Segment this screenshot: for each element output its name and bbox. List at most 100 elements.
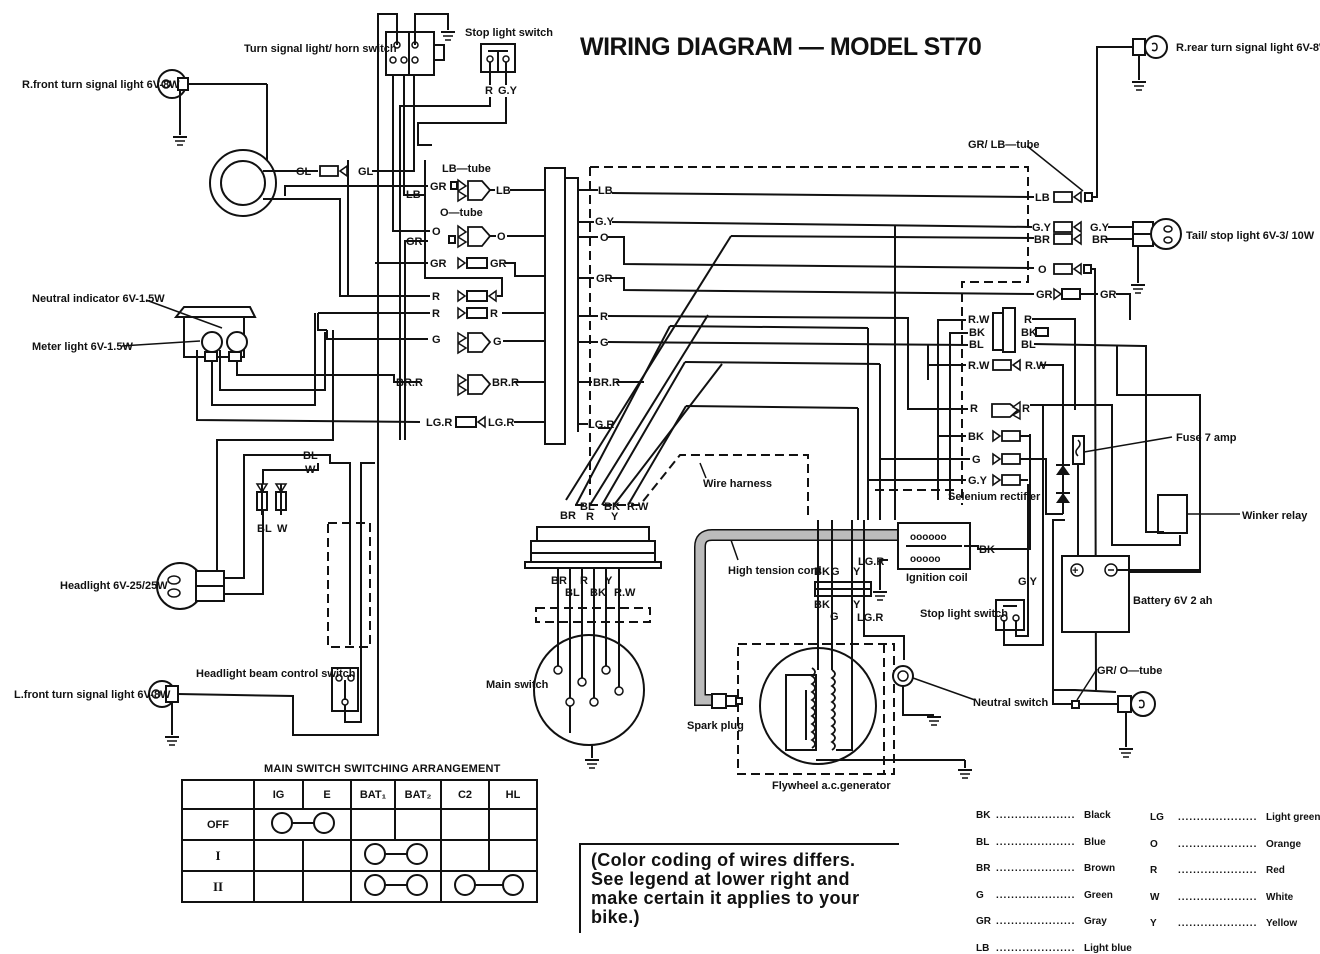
table-header: C2: [440, 779, 490, 810]
stop-light-switch-rear: [995, 405, 1044, 646]
high-tension-cord-label: High tension cord: [728, 565, 822, 577]
beam-switch-label: Headlight beam control switch: [196, 668, 356, 680]
wire-label: R: [1022, 403, 1030, 415]
wire-label: G: [600, 337, 609, 349]
wire-label: R.W: [614, 587, 636, 599]
legend-dots: .......................: [1178, 865, 1258, 876]
main-switch-label: Main switch: [486, 679, 549, 691]
wire-label: GR: [596, 273, 613, 285]
wire-label: LB: [598, 185, 613, 197]
legend-color-name: Green: [1084, 889, 1113, 901]
gr-o-tube-label: GR/ O—tube: [1097, 665, 1162, 677]
headlight-label: Headlight 6V-25/25W: [60, 580, 168, 592]
tail-stop-light: [1130, 218, 1182, 294]
legend-dots: .......................: [996, 810, 1076, 821]
row-label: OFF: [181, 808, 255, 841]
wire-label: BR.R: [396, 377, 423, 389]
wire-label: BL: [565, 587, 580, 599]
wire-label: Y: [853, 566, 861, 578]
table-header: BAT₂: [394, 779, 442, 810]
wire-label: G: [493, 336, 502, 348]
legend-code: Y: [1150, 918, 1157, 929]
o-tube-label: O—tube: [440, 207, 483, 219]
legend-dots: .......................: [996, 836, 1076, 848]
battery: +: [1061, 555, 1200, 633]
selenium-rectifier-diodes: [1056, 460, 1070, 514]
legend-code: G: [976, 889, 984, 901]
main-switch-arrangement-table: IG E BAT₁ BAT₂ C2 HL OFF I II: [181, 779, 538, 903]
legend-dots: .......................: [996, 889, 1076, 901]
wire-label: R: [1024, 314, 1032, 326]
ignition-coil: oooooo ooooo: [872, 522, 993, 601]
legend-code: BK: [976, 810, 991, 821]
wire-label: BR: [1034, 234, 1050, 246]
wire-label: R: [970, 403, 978, 415]
connection-cell: [440, 870, 538, 903]
wire-label: BK: [814, 566, 830, 578]
legend-code: BL: [976, 836, 990, 848]
r-front-turn-label: R.front turn signal light 6V-8W: [22, 79, 180, 91]
wire-label: BL: [1021, 339, 1036, 351]
connection-cell: [253, 808, 352, 841]
legend-color-name: White: [1266, 891, 1294, 903]
legend-color-name: Brown: [1084, 863, 1116, 874]
legend-color-name: Light green: [1266, 812, 1320, 823]
wire-label: G.Y: [1090, 222, 1110, 234]
gr-lb-tube-label: GR/ LB—tube: [968, 139, 1040, 151]
table-header: [181, 779, 255, 810]
table-header: E: [302, 779, 352, 810]
tail-stop-light-label: Tail/ stop light 6V-3/ 10W: [1186, 230, 1315, 242]
main-switch: [533, 568, 645, 769]
legend-code: W: [1150, 891, 1160, 903]
l-front-turn-label: L.front turn signal light 6V-8W: [14, 689, 171, 701]
wire-label: G: [972, 454, 981, 466]
wire-label: W: [277, 523, 288, 535]
legend-color-name: Orange: [1266, 838, 1302, 850]
wire-label: R: [586, 511, 594, 523]
wire-label: BL: [257, 523, 272, 535]
legend-dots: .......................: [1178, 812, 1258, 823]
wire-label: BK: [979, 544, 995, 556]
flywheel-label: Flywheel a.c.generator: [772, 780, 891, 792]
wire-label: G: [830, 611, 839, 623]
row-label: II: [181, 870, 255, 903]
wire-label: O: [600, 232, 609, 244]
wire-label: Y: [605, 575, 613, 587]
legend-dots: .......................: [996, 916, 1076, 927]
svg-text:+: +: [1072, 565, 1078, 577]
r-rear-turn-signal-light: [1131, 35, 1168, 91]
wire-label: LB: [406, 189, 421, 201]
legend-dots: .......................: [996, 942, 1076, 954]
color-coding-note: (Color coding of wires differs. See lege…: [579, 843, 899, 933]
stop-light-switch-rear-label: Stop light switch: [920, 608, 1008, 620]
wire-label: BR: [1092, 234, 1108, 246]
wire-label: O: [432, 226, 441, 238]
wire-label: G.Y: [1018, 576, 1038, 588]
fuse-label: Fuse 7 amp: [1176, 432, 1237, 444]
wire-label: R.W: [627, 501, 649, 513]
wire-label: GR: [430, 181, 447, 193]
legend-dots: .......................: [1178, 891, 1258, 903]
wire-label: BR.R: [593, 377, 620, 389]
selenium-rectifier-label: Selenium rectifier: [948, 491, 1041, 503]
legend-color-name: Blue: [1084, 836, 1106, 848]
wire-label: W: [305, 464, 316, 476]
wire-label: BL: [303, 450, 318, 462]
wire-label: R: [580, 575, 588, 587]
flywheel-ac-generator: [737, 520, 973, 779]
neutral-switch-label: Neutral switch: [973, 697, 1048, 709]
legend-code: LG: [1150, 812, 1164, 823]
wire-label: LB: [496, 185, 511, 197]
wire-label: BR.R: [492, 377, 519, 389]
wire-label: GL: [358, 166, 374, 178]
wire-label: R.W: [1025, 360, 1047, 372]
wire-label: LB: [1035, 192, 1050, 204]
wire-label: GR: [430, 258, 447, 270]
wire-label: BK: [590, 587, 606, 599]
stop-light-switch-top-label: Stop light switch: [465, 27, 553, 39]
wire-label: R: [432, 308, 440, 320]
legend-code: LB: [976, 942, 990, 954]
meter-light-label: Meter light 6V-1.5W: [32, 341, 133, 353]
wire-label: R: [432, 291, 440, 303]
